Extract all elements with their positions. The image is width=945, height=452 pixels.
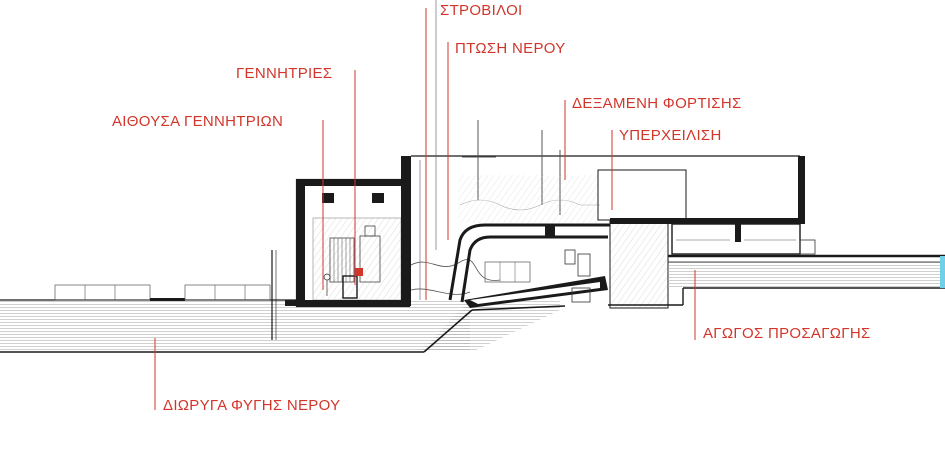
loading-tank	[597, 156, 816, 309]
turbine-structure	[401, 0, 800, 308]
leader-lines	[154, 8, 696, 410]
label-water-drop: ΠΤΩΣΗ ΝΕΡΟΥ	[455, 40, 566, 57]
generator-hall	[285, 178, 411, 308]
label-loading-tank: ΔΕΞΑΜΕΝΗ ΦΟΡΤΙΣΗΣ	[572, 95, 742, 112]
label-turbines: ΣΤΡΟΒΙΛΟΙ	[440, 2, 523, 19]
label-intake-channel: ΑΓΩΓΟΣ ΠΡΟΣΑΓΩΓΗΣ	[703, 325, 871, 342]
tailrace-water	[0, 299, 566, 353]
intake-channel-water	[608, 254, 945, 306]
label-overflow: ΥΠΕΡΧΕΙΛΙΣΗ	[619, 127, 722, 144]
embankment-blocks	[54, 250, 277, 340]
label-generator-hall: ΑΙΘΟΥΣΑ ΓΕΝΝΗΤΡΙΩΝ	[112, 113, 284, 130]
label-generators: ΓΕΝΝΗΤΡΙΕΣ	[236, 65, 333, 82]
label-tailrace-channel: ΔΙΩΡΥΓΑ ΦΥΓΗΣ ΝΕΡΟΥ	[163, 397, 341, 414]
